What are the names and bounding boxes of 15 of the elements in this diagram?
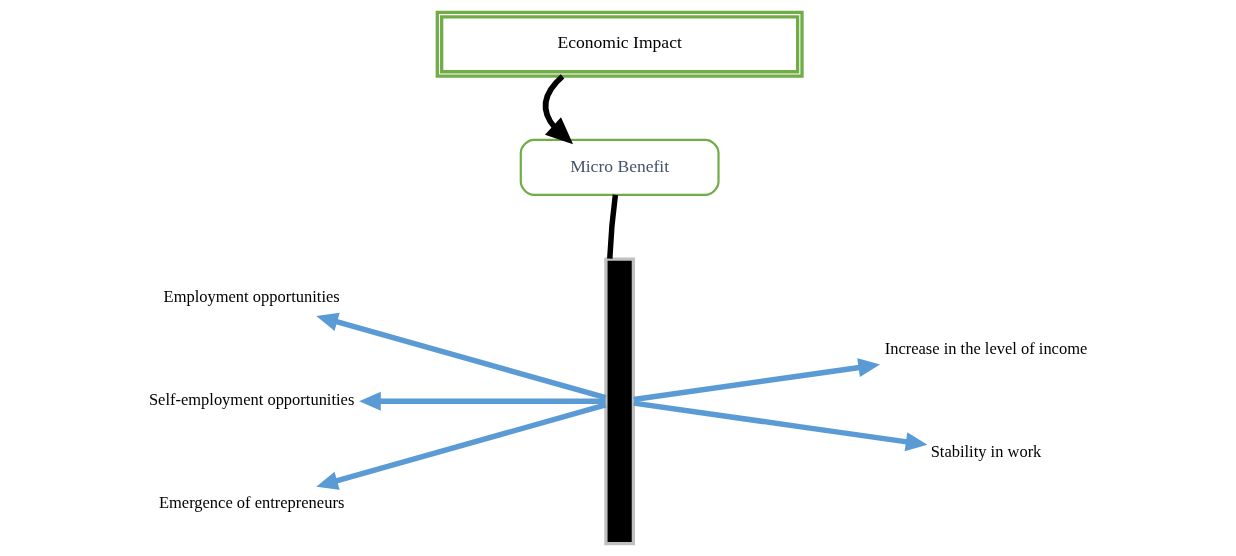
node-text: Emergence of entrepreneurs (158, 493, 345, 513)
node-text: Increase in the level of income (884, 338, 1088, 358)
arrow (316, 402, 607, 490)
node-text: Stability in work (930, 441, 1042, 461)
arrow (359, 391, 606, 411)
node-box: Economic Impact (435, 10, 804, 78)
node-bar (604, 257, 636, 546)
node-text: Employment opportunities (163, 286, 340, 306)
arrow (316, 312, 607, 401)
arrow (542, 74, 574, 145)
node-box: Micro Benefit (519, 138, 720, 196)
connector (607, 194, 619, 259)
node-text: Self-employment opportunities (148, 390, 355, 410)
arrow (633, 400, 928, 452)
arrow (633, 358, 880, 403)
